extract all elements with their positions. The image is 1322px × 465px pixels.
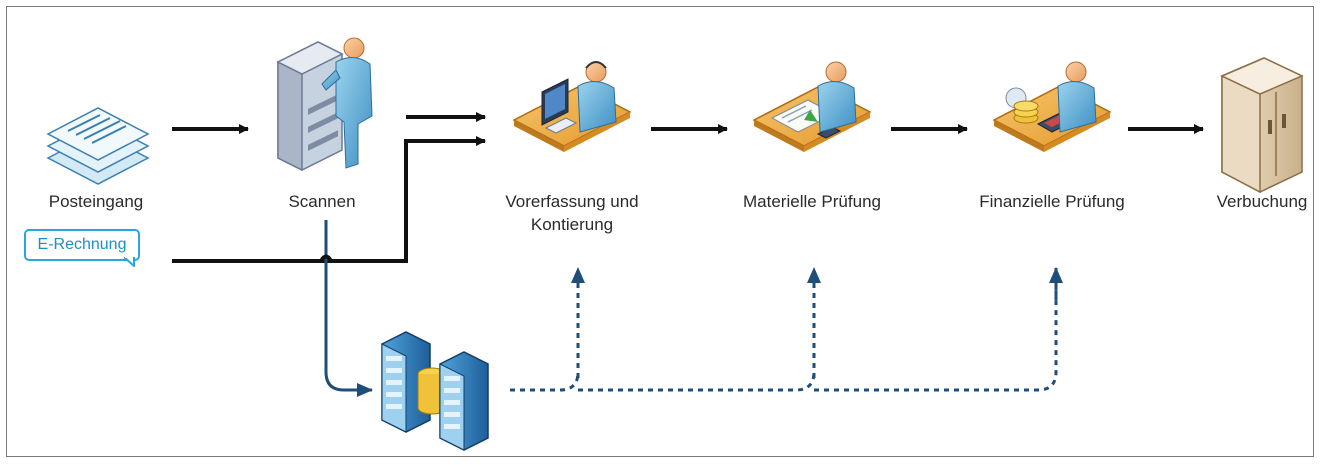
arrow-scannen-storage xyxy=(324,220,373,397)
scanner-operator-icon xyxy=(276,37,373,172)
hop-over xyxy=(319,254,333,263)
reviewer-desk-icon xyxy=(752,61,872,152)
badge-tail xyxy=(124,257,135,267)
flow-arrows xyxy=(172,112,1204,263)
node-label-vorerfassung: Vorerfassung und Kontierung xyxy=(505,192,639,234)
node-label-verbuchung: Verbuchung xyxy=(1216,192,1308,211)
node-label-scannen: Scannen xyxy=(288,192,356,211)
storage-flow xyxy=(319,220,1063,397)
erechnung-badge: E-Rechnung xyxy=(24,229,140,261)
diagram-frame xyxy=(6,6,1314,457)
data-entry-clerk-icon xyxy=(512,61,632,152)
finance-desk-icon xyxy=(992,61,1112,152)
database-server-icon xyxy=(381,331,489,451)
server-cabinet-icon xyxy=(1220,57,1304,194)
arrow-erechnung-vorerfassung xyxy=(172,136,486,263)
documents-icon xyxy=(46,107,150,185)
node-label-materielle: Materielle Prüfung xyxy=(743,192,881,211)
dotted-storage-line xyxy=(510,268,1058,392)
node-label-posteingang: Posteingang xyxy=(48,192,144,211)
node-label-finanzielle: Finanzielle Prüfung xyxy=(979,192,1125,211)
